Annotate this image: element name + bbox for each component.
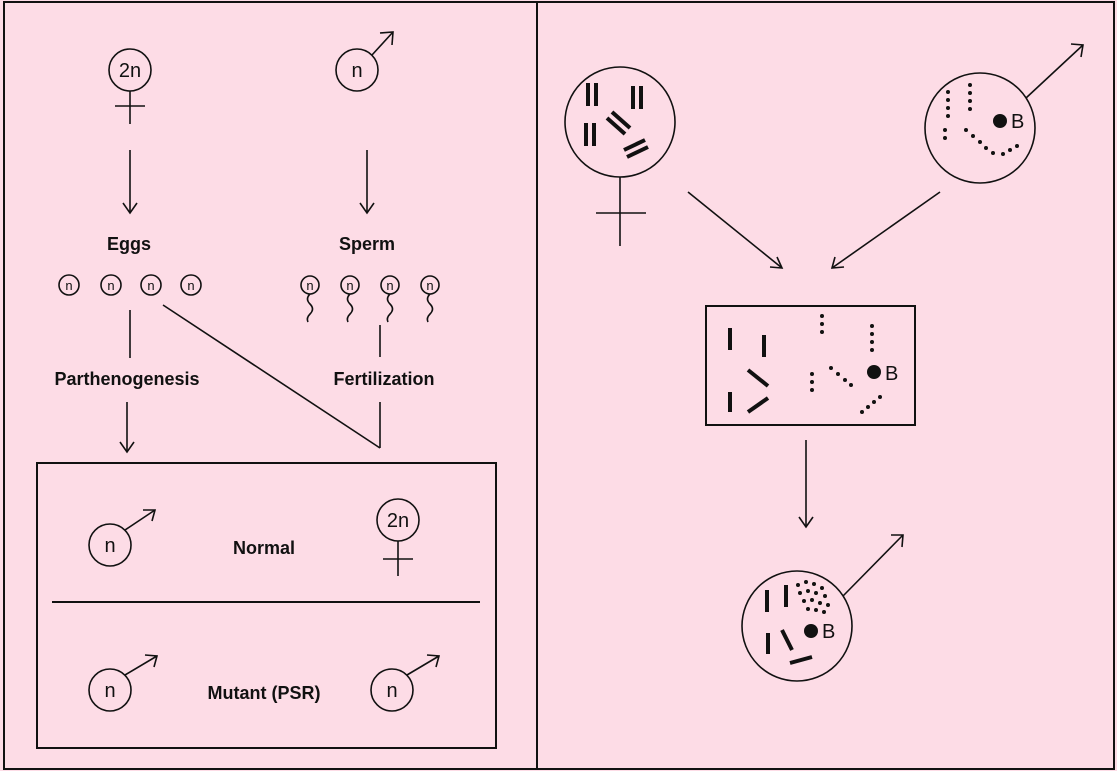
female-ploidy-label: 2n	[119, 60, 141, 82]
svg-text:n: n	[306, 278, 313, 293]
svg-text:n: n	[386, 278, 393, 293]
eggs-label: Eggs	[107, 234, 151, 254]
svg-text:n: n	[107, 278, 114, 293]
male-ploidy-label: n	[351, 60, 362, 82]
b-chromosome-label: B	[885, 363, 898, 385]
svg-text:n: n	[147, 278, 154, 293]
b-chromosome-dot	[867, 365, 881, 379]
svg-text:n: n	[65, 278, 72, 293]
fertilization-label: Fertilization	[333, 369, 434, 389]
b-chromosome-label: B	[822, 621, 835, 643]
sperm-label: Sperm	[339, 234, 395, 254]
mutant-psr-label: Mutant (PSR)	[208, 683, 321, 703]
b-chromosome-dot	[993, 114, 1007, 128]
normal-label: Normal	[233, 538, 295, 558]
svg-text:n: n	[104, 680, 115, 702]
svg-text:n: n	[426, 278, 433, 293]
svg-text:n: n	[346, 278, 353, 293]
parthenogenesis-label: Parthenogenesis	[54, 369, 199, 389]
svg-text:2n: 2n	[387, 510, 409, 532]
b-chromosome-label: B	[1011, 111, 1024, 133]
svg-text:n: n	[187, 278, 194, 293]
svg-text:n: n	[386, 680, 397, 702]
svg-text:n: n	[104, 535, 115, 557]
b-chromosome-dot	[804, 624, 818, 638]
